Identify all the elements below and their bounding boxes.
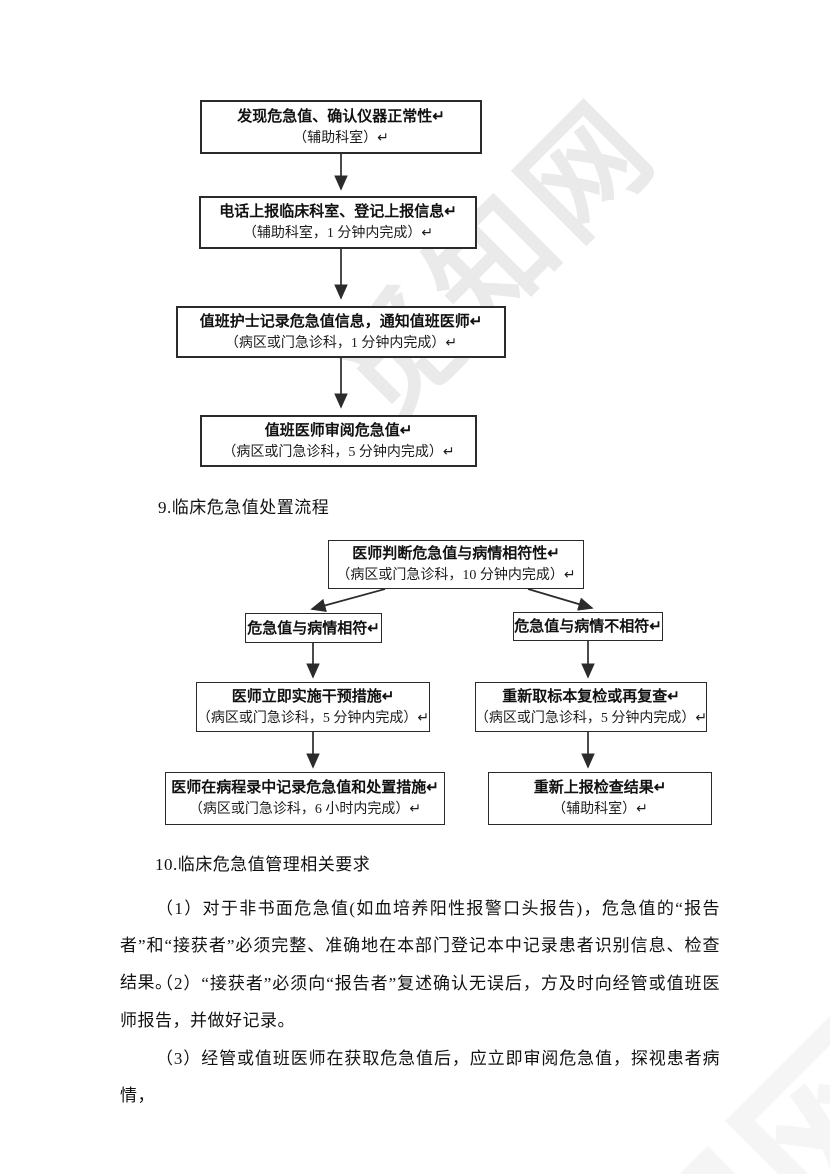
flow2-branch-left-title: 危急值与病情相符↵ [247, 619, 380, 637]
flow2-record-left-title: 医师在病程录中记录危急值和处置措施↵ [171, 779, 439, 796]
flow2-report-right-title: 重新上报检查结果↵ [533, 779, 667, 796]
flow1-step1-title: 发现危急值、确认仪器正常性↵ [237, 107, 445, 125]
flow2-branch-right-box: 危急值与病情不相符↵ [513, 612, 663, 641]
flow2-action-right-box: 重新取标本复检或再复查↵ （病区或门急诊科，5 分钟内完成）↵ [475, 682, 707, 732]
flow2-branch-left-box: 危急值与病情相符↵ [245, 613, 382, 643]
flow2-action-left-sub: （病区或门急诊科，5 分钟内完成）↵ [196, 710, 430, 726]
flow1-step1-sub: （辅助科室）↵ [293, 130, 389, 146]
flow1-step2-box: 电话上报临床科室、登记上报信息↵ （辅助科室，1 分钟内完成）↵ [199, 196, 477, 249]
paragraph-3: （3）经管或值班医师在获取危急值后，应立即审阅危急值，探视患者病情， [120, 1049, 720, 1105]
flow2-action-left-title: 医师立即实施干预措施↵ [231, 687, 395, 705]
flow2-action-left-box: 医师立即实施干预措施↵ （病区或门急诊科，5 分钟内完成）↵ [196, 682, 430, 732]
flow2-branch-right-title: 危急值与病情不相符↵ [514, 618, 662, 635]
flow2-report-right-sub: （辅助科室）↵ [552, 802, 648, 817]
flow2-top-box: 医师判断危急值与病情相符性↵ （病区或门急诊科，10 分钟内完成）↵ [328, 540, 584, 589]
flow2-action-right-title: 重新取标本复检或再复查↵ [502, 687, 680, 705]
flow1-step3-title: 值班护士记录危急值信息，通知值班医师↵ [199, 312, 483, 330]
flow2-top-sub: （病区或门急诊科，10 分钟内完成）↵ [336, 568, 576, 583]
flow1-step3-box: 值班护士记录危急值信息，通知值班医师↵ （病区或门急诊科，1 分钟内完成）↵ [176, 306, 506, 358]
flow2-report-right-box: 重新上报检查结果↵ （辅助科室）↵ [488, 772, 712, 825]
flow2-top-title: 医师判断危急值与病情相符性↵ [352, 545, 560, 562]
flow1-step4-box: 值班医师审阅危急值↵ （病区或门急诊科，5 分钟内完成）↵ [200, 415, 477, 467]
section10-heading: 10.临床危急值管理相关要求 [155, 855, 371, 874]
flow2-record-left-sub: （病区或门急诊科，6 小时内完成）↵ [188, 802, 422, 817]
flow1-step3-sub: （病区或门急诊科，1 分钟内完成）↵ [224, 335, 458, 351]
section9-heading: 9.临床危急值处置流程 [158, 498, 330, 517]
flow2-action-right-sub: （病区或门急诊科，5 分钟内完成）↵ [474, 710, 708, 726]
paragraph-1: （1）对于非书面危急值(如血培养阳性报警口头报告)，危急值的“报告者”和“接获者… [120, 899, 720, 992]
flow2-record-left-box: 医师在病程录中记录危急值和处置措施↵ （病区或门急诊科，6 小时内完成）↵ [165, 772, 445, 825]
paragraph-2: （2）“接获者”必须向“报告者”复述确认无误后，方及时向经管或值班医师报告，并做… [120, 974, 720, 1030]
flow1-step2-title: 电话上报临床科室、登记上报信息↵ [219, 203, 457, 220]
flow1-step2-sub: （辅助科室，1 分钟内完成）↵ [242, 226, 434, 241]
flow1-step4-title: 值班医师审阅危急值↵ [264, 421, 413, 439]
flow1-step4-sub: （病区或门急诊科，5 分钟内完成）↵ [222, 444, 455, 460]
flow1-step1-box: 发现危急值、确认仪器正常性↵ （辅助科室）↵ [200, 100, 482, 154]
